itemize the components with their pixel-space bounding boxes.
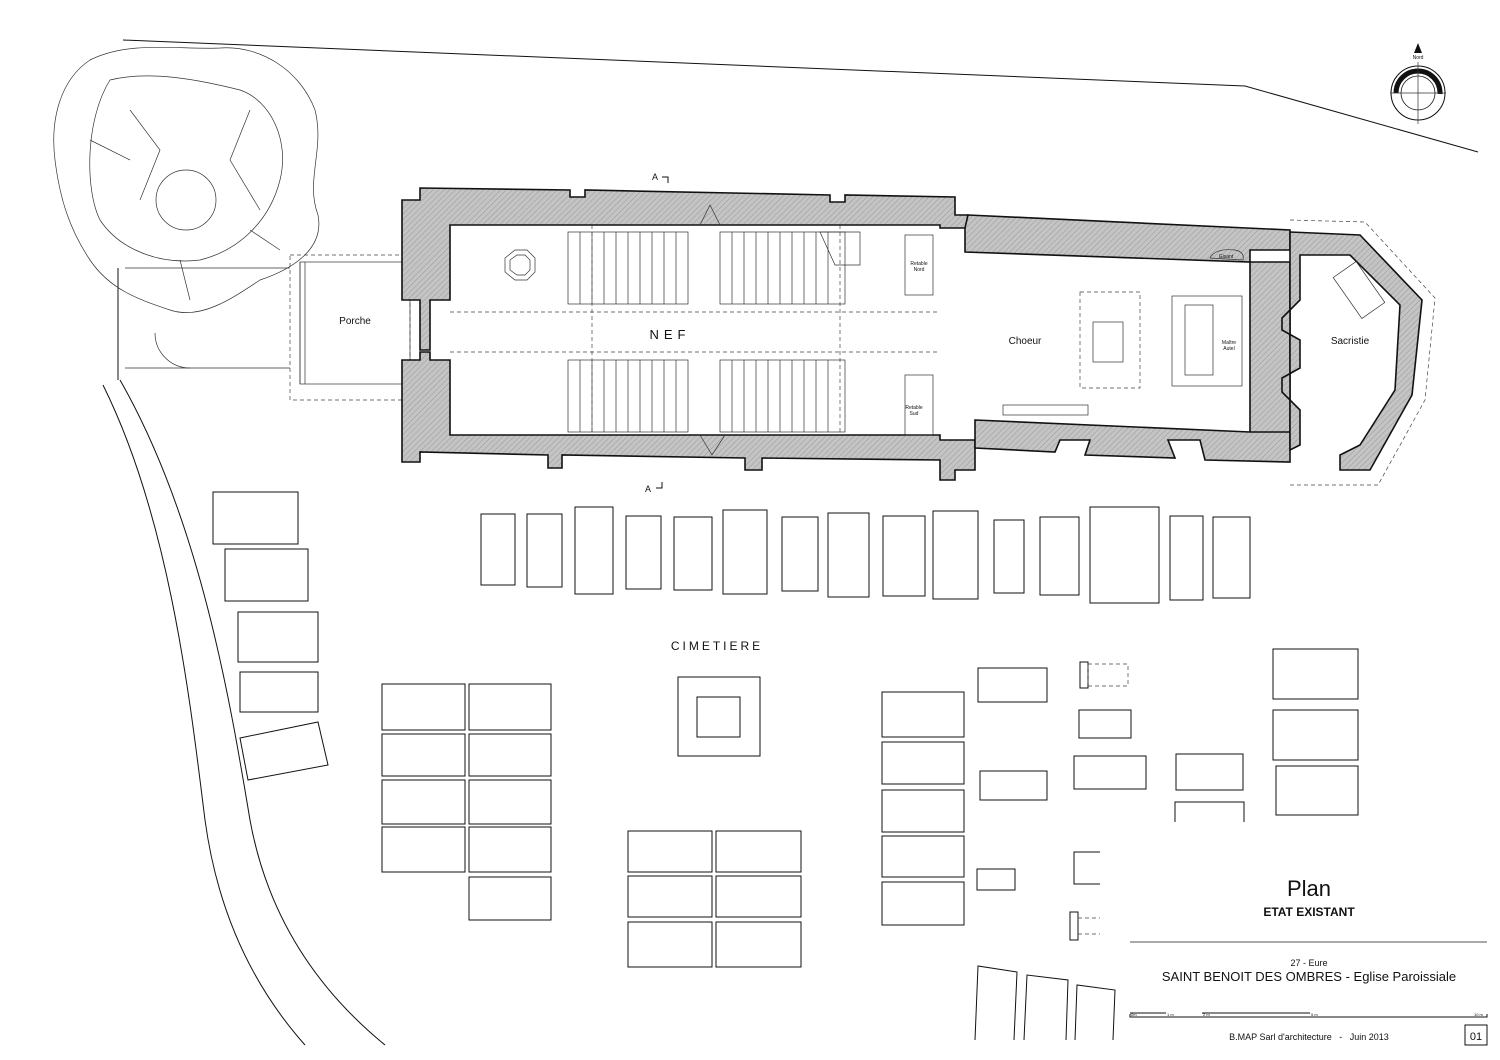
grave [974, 965, 1018, 1041]
svg-text:A: A [645, 484, 651, 494]
title-block: Plan ETAT EXISTANT 27 - Eure SAINT BENOI… [1129, 876, 1488, 1046]
grave [993, 519, 1025, 594]
porch: Porche [125, 254, 411, 401]
grave [239, 671, 319, 713]
section-marker-bottom: A [645, 482, 663, 494]
grave [1275, 765, 1359, 816]
grave [381, 826, 466, 873]
sheet-number: 01 [1470, 1031, 1482, 1043]
scale-label: 5 m [1311, 1012, 1318, 1017]
grave [224, 548, 309, 602]
grave [468, 733, 552, 777]
north-label: Nord [1413, 55, 1424, 61]
grave [468, 876, 552, 921]
room-label-nave: NEF [650, 327, 691, 342]
grave [625, 515, 662, 590]
path-curve-inner [102, 384, 306, 1046]
retable-sud-label-2: Sud [910, 411, 919, 417]
monument-inner [696, 696, 741, 738]
grave [881, 691, 965, 738]
scale-label: 1 m [1167, 1012, 1174, 1017]
grave [381, 779, 466, 825]
maitre-autel-label-1: Maître [1222, 340, 1236, 346]
property-boundary [122, 39, 1479, 153]
grave [237, 611, 319, 663]
grave [1089, 506, 1160, 604]
grave [1272, 709, 1359, 761]
grave [1174, 801, 1245, 822]
grave [468, 826, 552, 873]
room-label-porch: Porche [339, 316, 371, 327]
grave [976, 868, 1016, 891]
grave [1069, 911, 1079, 941]
grave [627, 875, 713, 918]
drawing-subtitle: ETAT EXISTANT [1263, 905, 1355, 919]
grave [715, 875, 802, 918]
retable-sud-label-1: Retable [905, 405, 922, 411]
grave [239, 721, 329, 781]
grave [781, 516, 819, 592]
grave [715, 830, 802, 873]
grave [468, 683, 552, 731]
choir: Choeur Gisant Maître Autel [964, 214, 1291, 463]
grave [673, 516, 713, 591]
grave [1169, 515, 1204, 601]
north-arrow-icon: Nord [1390, 43, 1446, 124]
grave [715, 921, 802, 968]
grave [1212, 516, 1251, 599]
sacristy: Sacristie [1281, 219, 1436, 486]
grave [979, 770, 1048, 801]
maitre-autel-label-2: Autel [1223, 346, 1234, 352]
svg-text:A: A [652, 172, 658, 182]
grave [627, 921, 713, 968]
grave [1074, 984, 1116, 1041]
scale-bar: 0m 1 m 2 m 5 m 10 m [1129, 1012, 1488, 1018]
grave [1023, 974, 1069, 1041]
grave [1272, 648, 1359, 700]
grave [212, 491, 299, 545]
grave [1073, 755, 1147, 790]
grave-outline [1087, 663, 1129, 687]
grave [881, 881, 965, 926]
grave [526, 513, 563, 588]
scale-label: 2 m [1203, 1012, 1210, 1017]
grave [1079, 661, 1089, 689]
grave [381, 683, 466, 731]
retable-nord-label-1: Retable [910, 261, 927, 267]
grave [932, 510, 979, 600]
cemetery-label: CIMETIERE [671, 639, 763, 653]
grave [1039, 516, 1080, 596]
grave [881, 789, 965, 833]
room-label-choir: Choeur [1009, 336, 1042, 347]
grave [827, 512, 870, 598]
scale-label: 10 m [1474, 1012, 1484, 1017]
grave [881, 835, 965, 878]
drawing-title: Plan [1287, 876, 1331, 901]
grave [882, 515, 926, 597]
tree [53, 46, 320, 314]
room-label-sacristy: Sacristie [1331, 336, 1370, 347]
grave [468, 779, 552, 825]
author-date: B.MAP Sarl d'architecture - Juin 2013 [1229, 1032, 1389, 1042]
grave [1073, 851, 1100, 885]
scale-label: 0m [1131, 1012, 1137, 1017]
graves [212, 491, 1359, 1041]
project-name: SAINT BENOIT DES OMBRES - Eglise Paroiss… [1162, 969, 1456, 984]
grave-outline [1078, 917, 1100, 935]
department-label: 27 - Eure [1290, 958, 1327, 968]
nave: NEF Retable Nord Retable Sud [401, 187, 976, 481]
section-marker-top: A [652, 172, 669, 183]
grave [381, 733, 466, 777]
retable-nord-label-2: Nord [914, 267, 925, 273]
grave [1175, 753, 1244, 791]
grave [480, 513, 516, 586]
path-curve-outer [119, 379, 386, 1046]
gisant-label: Gisant [1219, 254, 1234, 260]
grave [627, 830, 713, 873]
grave [977, 667, 1048, 703]
grave [1078, 709, 1132, 739]
grave [881, 741, 965, 785]
grave [574, 506, 614, 595]
grave [722, 509, 768, 595]
